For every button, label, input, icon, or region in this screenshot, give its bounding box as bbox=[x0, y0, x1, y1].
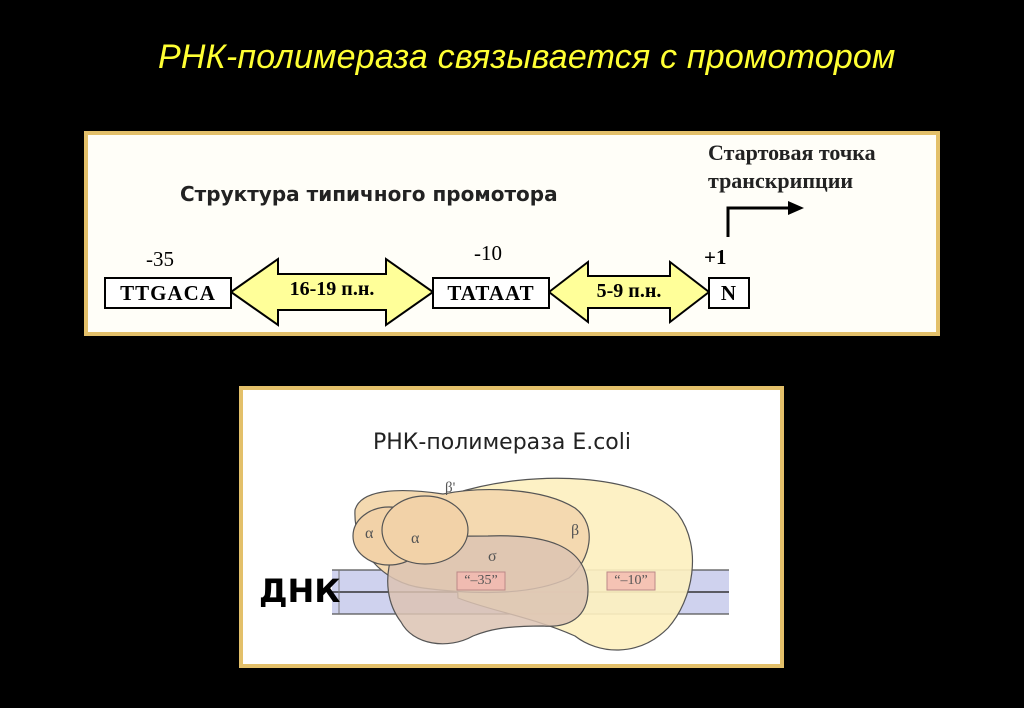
promoter-heading: Структура типичного промотора bbox=[180, 182, 558, 206]
polymerase-diagram bbox=[332, 477, 729, 651]
promoter-structure-panel: Структура типичного промотора Стартовая … bbox=[84, 131, 940, 336]
start-nucleotide-box: N bbox=[708, 277, 750, 309]
beta-prime-label: β' bbox=[445, 480, 456, 496]
promoter-arrows bbox=[229, 201, 804, 327]
minus10-box: TATAAT bbox=[432, 277, 550, 309]
minus10-dna-box bbox=[606, 571, 656, 591]
spacer2-label: 5-9 п.н. bbox=[596, 280, 662, 302]
slide-title: РНК-полимераза связывается с промотором bbox=[158, 38, 896, 76]
minus35-label: -35 bbox=[146, 247, 174, 271]
minus10-dna-label: “–10” bbox=[614, 573, 648, 588]
alpha2-label: α bbox=[411, 530, 420, 547]
polymerase-panel: РНК-полимераза E.coli ДНК β' α α σ β “–3… bbox=[239, 386, 784, 668]
dna-label: ДНК bbox=[259, 572, 341, 610]
sigma-label: σ bbox=[488, 548, 497, 565]
minus35-dna-label: “–35” bbox=[464, 573, 498, 588]
alpha1-label: α bbox=[365, 525, 374, 542]
alpha-subunit-2 bbox=[381, 495, 469, 565]
beta-label: β bbox=[571, 522, 580, 539]
start-point-label: Стартовая точка транскрипции bbox=[708, 139, 876, 195]
start-point-line2: транскрипции bbox=[708, 168, 854, 193]
transcription-start-arrow bbox=[726, 201, 804, 237]
minus35-dna-box bbox=[456, 571, 506, 591]
plus1-label: +1 bbox=[704, 245, 727, 269]
polymerase-heading: РНК-полимераза E.coli bbox=[373, 430, 631, 455]
minus10-label: -10 bbox=[474, 241, 502, 265]
spacer1-label: 16-19 п.н. bbox=[289, 278, 375, 300]
start-point-line1: Стартовая точка bbox=[708, 140, 876, 165]
minus35-box: TTGACA bbox=[104, 277, 232, 309]
